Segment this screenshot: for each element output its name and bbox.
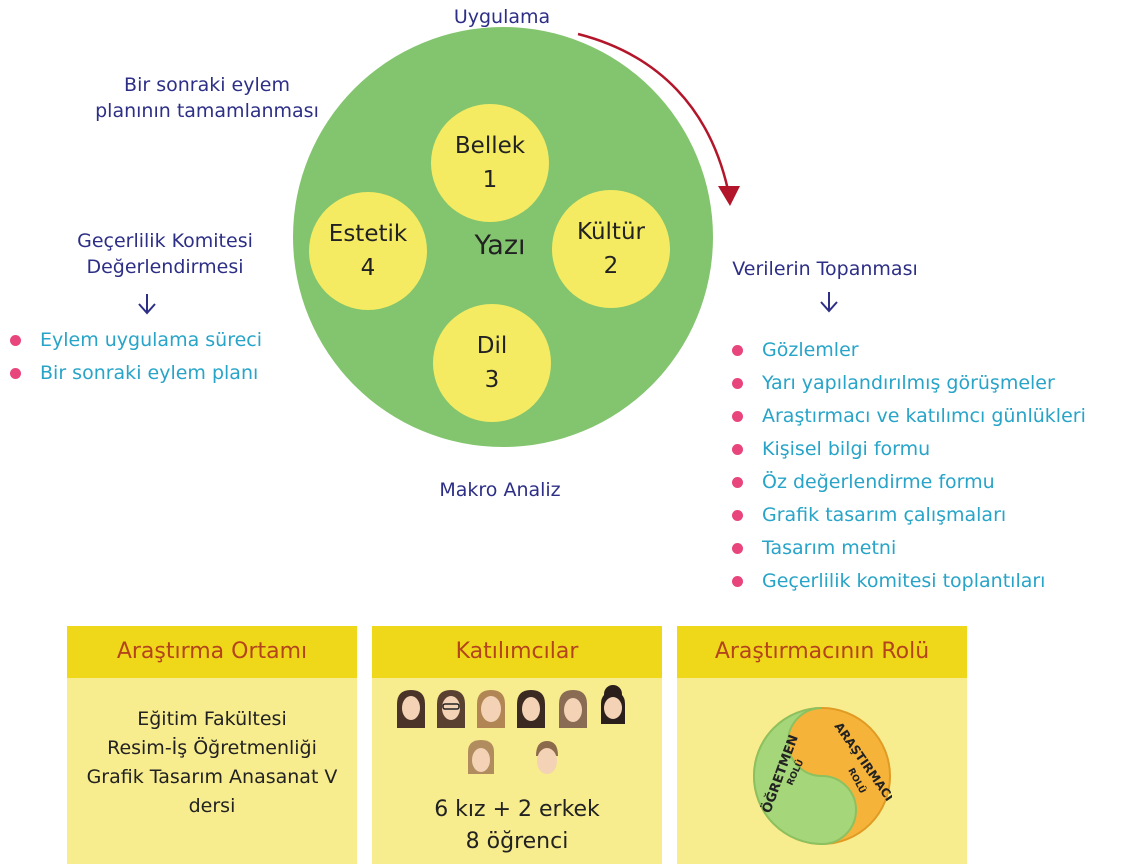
center-yazi: Yazı (474, 230, 526, 261)
bullet-dot-icon (732, 411, 743, 422)
setting-line: Eğitim Fakültesi (137, 708, 287, 730)
avatar-icon (468, 740, 494, 774)
label-validity-committee: Geçerlilik Komitesi Değerlendirmesi (50, 228, 280, 280)
avatar-icon (437, 690, 465, 728)
panel-title: Araştırmacının Rolü (677, 626, 967, 678)
left-bullet-list: Eylem uygulama süreci Bir sonraki eylem … (10, 324, 262, 390)
label-validity-line1: Geçerlilik Komitesi (77, 230, 253, 252)
avatar-icon (559, 690, 587, 728)
label-next-plan: Bir sonraki eylem planının tamamlanması (92, 72, 322, 124)
bullet-dot-icon (732, 345, 743, 356)
list-item: Tasarım metni (732, 532, 1086, 565)
down-arrow-icon (820, 292, 838, 313)
avatar-icon (601, 685, 625, 724)
bullet-dot-icon (732, 477, 743, 488)
list-item: Yarı yapılandırılmış görüşmeler (732, 367, 1086, 400)
panel-research-setting: Araştırma Ortamı Eğitim Fakültesi Resim-… (67, 626, 357, 864)
setting-line: Grafik Tasarım Anasanat V (86, 766, 338, 788)
avatar-icon (536, 741, 558, 774)
setting-line: Resim-İş Öğretmenliği (107, 737, 317, 759)
participant-avatars (372, 678, 662, 794)
down-arrow-icon (138, 294, 156, 315)
label-validity-line2: Değerlendirmesi (86, 256, 244, 278)
bullet-dot-icon (10, 335, 21, 346)
participants-count: 6 kız + 2 erkek (434, 797, 600, 822)
list-item: Öz değerlendirme formu (732, 466, 1086, 499)
label-data-collection: Verilerin Topanması (732, 258, 918, 280)
avatar-icon (397, 690, 425, 728)
panel-body: 6 kız + 2 erkek 8 öğrenci (372, 794, 662, 858)
node-estetik: Estetik 4 (309, 192, 427, 310)
bullet-dot-icon (732, 543, 743, 554)
list-item: Araştırmacı ve katılımcı günlükleri (732, 400, 1086, 433)
label-next-plan-line2: planının tamamlanması (95, 100, 319, 122)
panel-body: Eğitim Fakültesi Resim-İş Öğretmenliği G… (67, 678, 357, 821)
panel-title: Araştırma Ortamı (67, 626, 357, 678)
label-uygulama: Uygulama (453, 6, 551, 28)
setting-line: dersi (188, 795, 236, 817)
list-item: Kişisel bilgi formu (732, 433, 1086, 466)
list-item: Eylem uygulama süreci (10, 324, 262, 357)
avatar-icon (517, 690, 545, 728)
list-item: Bir sonraki eylem planı (10, 357, 262, 390)
panel-title: Katılımcılar (372, 626, 662, 678)
bullet-dot-icon (732, 510, 743, 521)
bullet-dot-icon (732, 576, 743, 587)
right-bullet-list: Gözlemler Yarı yapılandırılmış görüşmele… (732, 334, 1086, 598)
cycle-arrow-icon (577, 32, 740, 206)
bullet-dot-icon (732, 378, 743, 389)
panel-participants: Katılımcılar 6 kız + 2 erkek 8 öğrenci (372, 626, 662, 864)
label-macro-analysis: Makro Analiz (439, 479, 561, 501)
panel-researcher-role: Araştırmacının Rolü ÖĞRETMEN ROLÜ ARAŞTI… (677, 626, 967, 864)
bullet-dot-icon (10, 368, 21, 379)
node-bellek: Bellek 1 (431, 104, 549, 222)
node-dil: Dil 3 (433, 304, 551, 422)
bullet-dot-icon (732, 444, 743, 455)
yin-yang-role-icon: ÖĞRETMEN ROLÜ ARAŞTIRMACI ROLÜ (753, 707, 892, 846)
participants-total: 8 öğrenci (465, 829, 569, 854)
list-item: Grafik tasarım çalışmaları (732, 499, 1086, 532)
list-item: Gözlemler (732, 334, 1086, 367)
list-item: Geçerlilik komitesi toplantıları (732, 565, 1086, 598)
label-next-plan-line1: Bir sonraki eylem (124, 74, 290, 96)
avatar-icon (477, 690, 505, 728)
node-kultur: Kültür 2 (552, 190, 670, 308)
